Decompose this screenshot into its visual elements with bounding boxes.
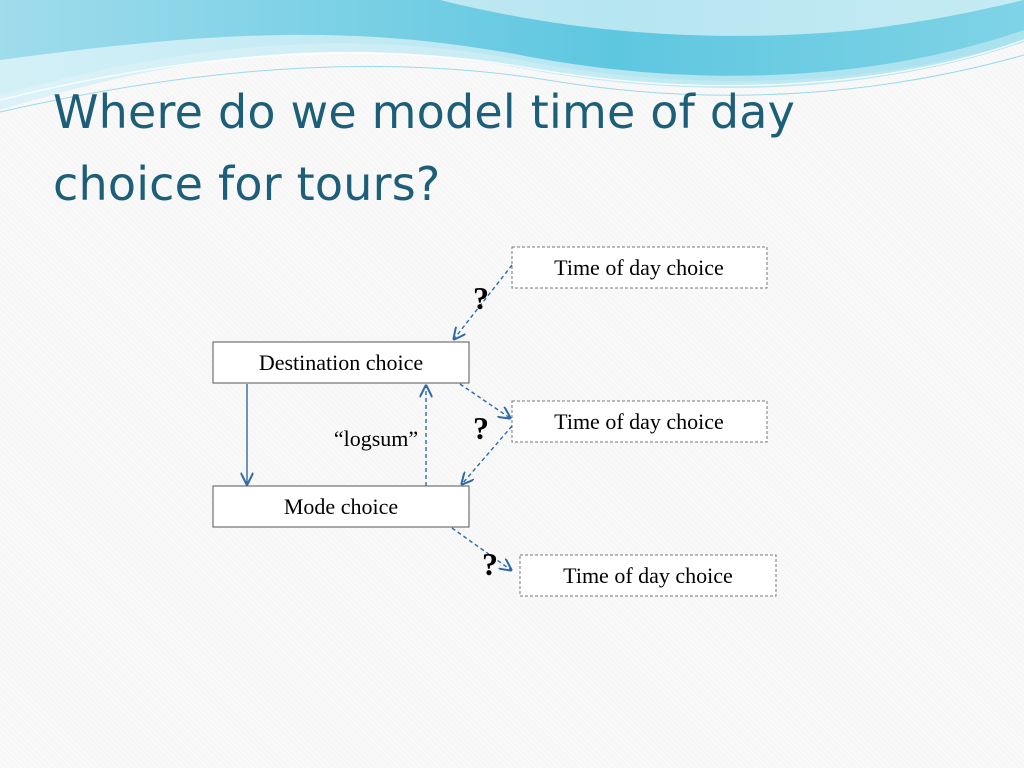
logsum-label: “logsum” (334, 426, 418, 451)
time-of-day-label-top: Time of day choice (554, 255, 724, 280)
slide-title: Where do we model time of day choice for… (53, 76, 953, 220)
time-of-day-node-top: Time of day choice (511, 246, 768, 289)
time-of-day-node-middle: Time of day choice (511, 400, 768, 443)
arrow-tod-top-to-destination (454, 264, 513, 339)
title-line-1: Where do we model time of day (53, 85, 796, 139)
time-of-day-node-bottom: Time of day choice (519, 554, 777, 597)
time-of-day-label-middle: Time of day choice (554, 409, 724, 434)
mode-choice-node: Mode choice (212, 485, 470, 528)
arrow-tod-middle-to-mode (462, 425, 513, 484)
destination-choice-label: Destination choice (259, 350, 423, 375)
arrow-mode-to-tod-bottom (451, 527, 511, 570)
title-line-2: choice for tours? (53, 157, 441, 211)
mode-choice-label: Mode choice (284, 494, 398, 519)
question-mark-top: ? (473, 280, 489, 316)
header-wave-decoration (0, 0, 1024, 113)
question-mark-bottom: ? (482, 546, 498, 582)
destination-choice-node: Destination choice (212, 341, 470, 384)
time-of-day-label-bottom: Time of day choice (563, 563, 733, 588)
arrow-destination-to-tod-middle (459, 383, 510, 418)
question-mark-middle: ? (473, 410, 489, 446)
